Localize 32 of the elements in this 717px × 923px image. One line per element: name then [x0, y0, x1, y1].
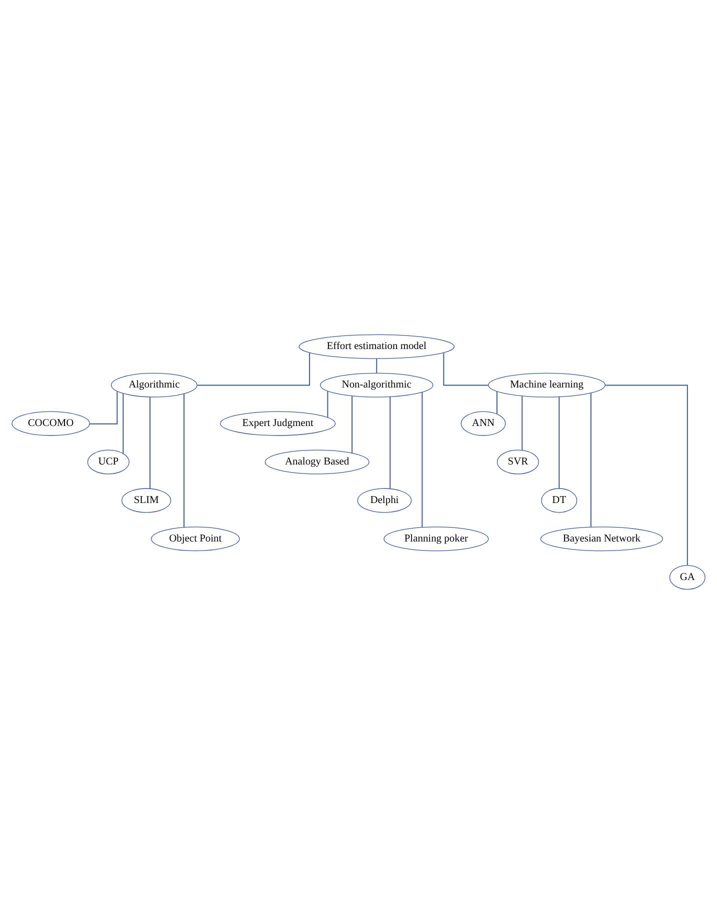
node-ellipse: Algorithmic [110, 372, 198, 397]
connector [122, 392, 124, 454]
node-ellipse: SLIM [122, 488, 172, 512]
connector [422, 391, 423, 528]
node-ellipse: Effort estimation model [298, 334, 455, 358]
connector [352, 394, 353, 454]
connector [443, 352, 489, 386]
connector [376, 358, 378, 373]
node-ellipse: GA [669, 564, 706, 590]
connector [522, 395, 523, 450]
node-ellipse: Delphi [357, 488, 412, 512]
node-ellipse: SVR [496, 449, 539, 474]
node-ellipse: COCOMO [12, 410, 90, 436]
node-ellipse: Machine learning [488, 372, 606, 397]
connector [184, 392, 185, 528]
node-ellipse: Analogy Based [264, 449, 370, 474]
node-ellipse: Object Point [151, 526, 240, 551]
connector [496, 390, 498, 414]
node-ellipse: Bayesian Network [540, 526, 663, 551]
connector [604, 384, 688, 566]
node-ellipse: Expert Judgment [220, 410, 336, 436]
node-ellipse: Non-algorithmic [320, 372, 434, 397]
node-ellipse: UCP [87, 449, 130, 474]
node-ellipse: Planning poker [384, 526, 489, 551]
connector [558, 396, 560, 488]
node-ellipse: ANN [460, 410, 506, 436]
node-ellipse: DT [541, 488, 578, 512]
connector [590, 392, 592, 527]
connector [327, 390, 328, 418]
connector [196, 352, 310, 386]
connector [89, 390, 118, 424]
connector [390, 396, 391, 489]
